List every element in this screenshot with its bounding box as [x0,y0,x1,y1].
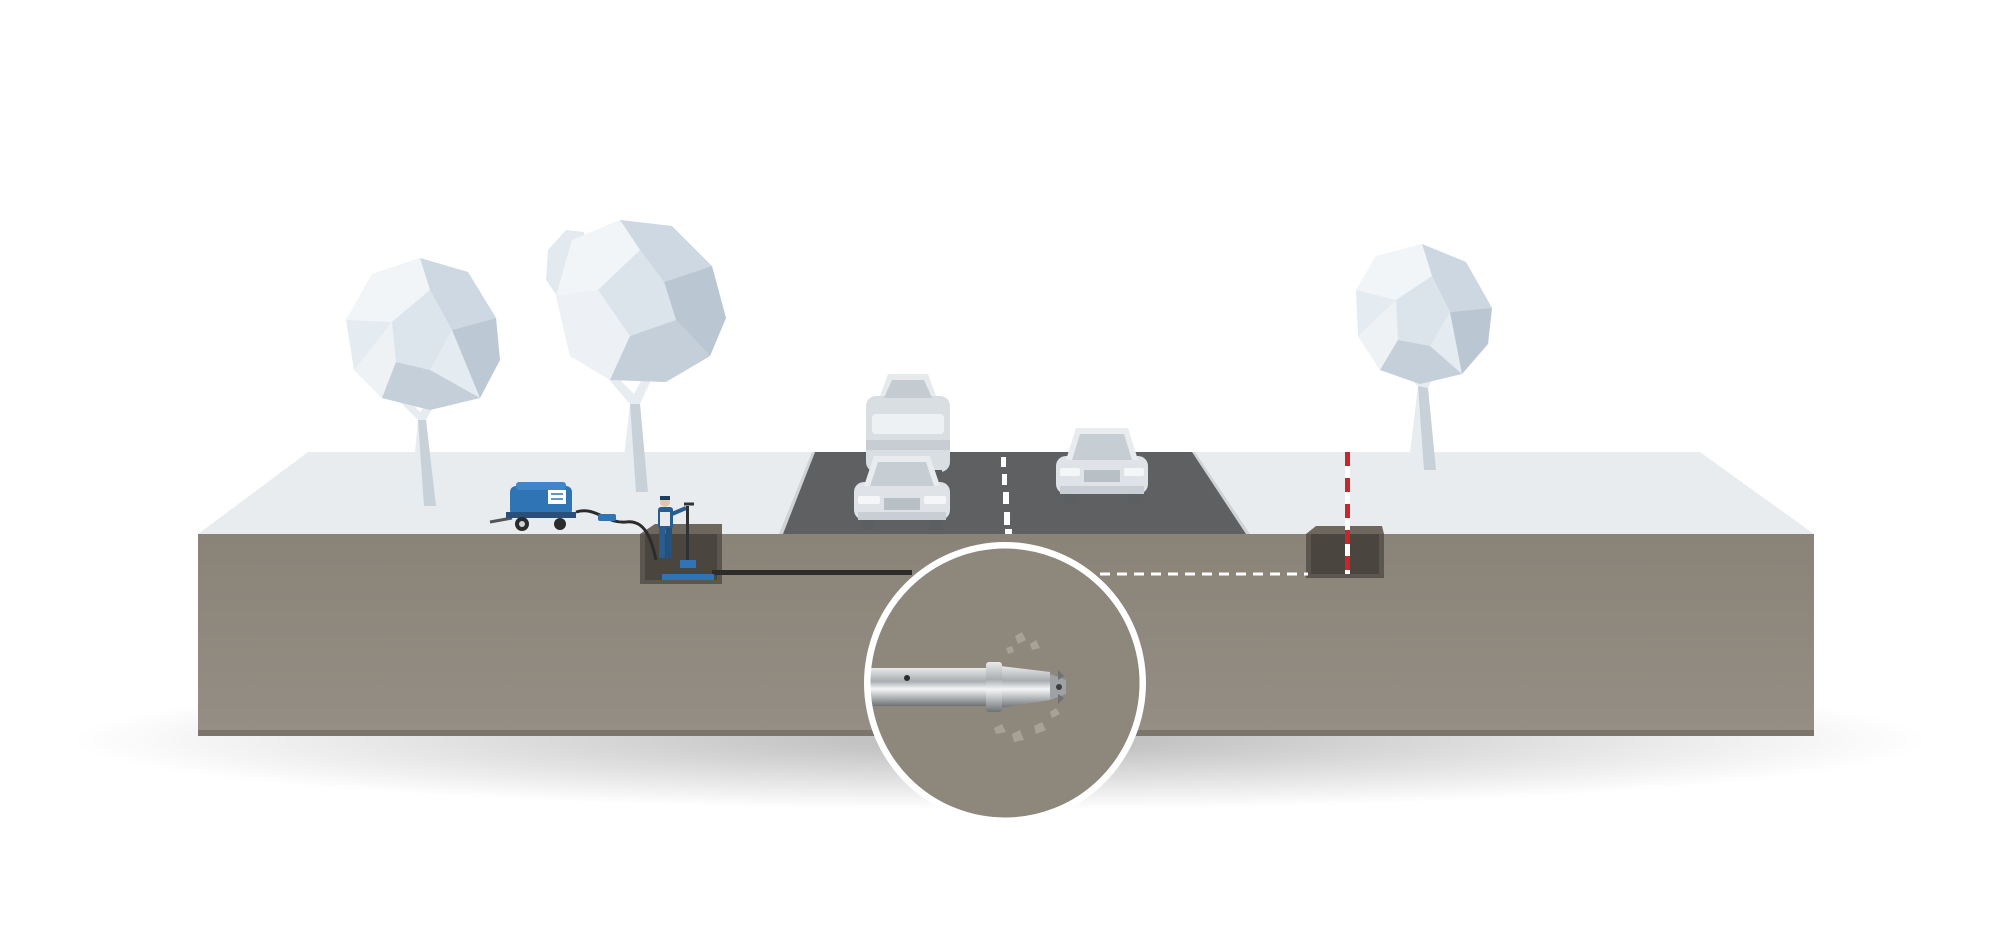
car-icon [854,456,950,530]
car-icon [1056,428,1148,504]
survey-pole-icon [1345,452,1350,574]
road-center-line [1001,457,1012,534]
tree-icon [546,220,726,492]
ground-surface-left [198,452,815,534]
soil-debris [994,632,1060,742]
road-curb-left [779,452,815,534]
ground-surface-right [1195,452,1814,534]
tree-icon [1356,244,1492,470]
car-icon [866,374,950,478]
worker-icon [658,496,714,580]
installed-pipe [712,570,912,575]
tree-icon [346,258,500,506]
compressor-icon [489,482,658,561]
road-surface [782,452,1250,534]
magnifier-lens [864,542,1146,824]
